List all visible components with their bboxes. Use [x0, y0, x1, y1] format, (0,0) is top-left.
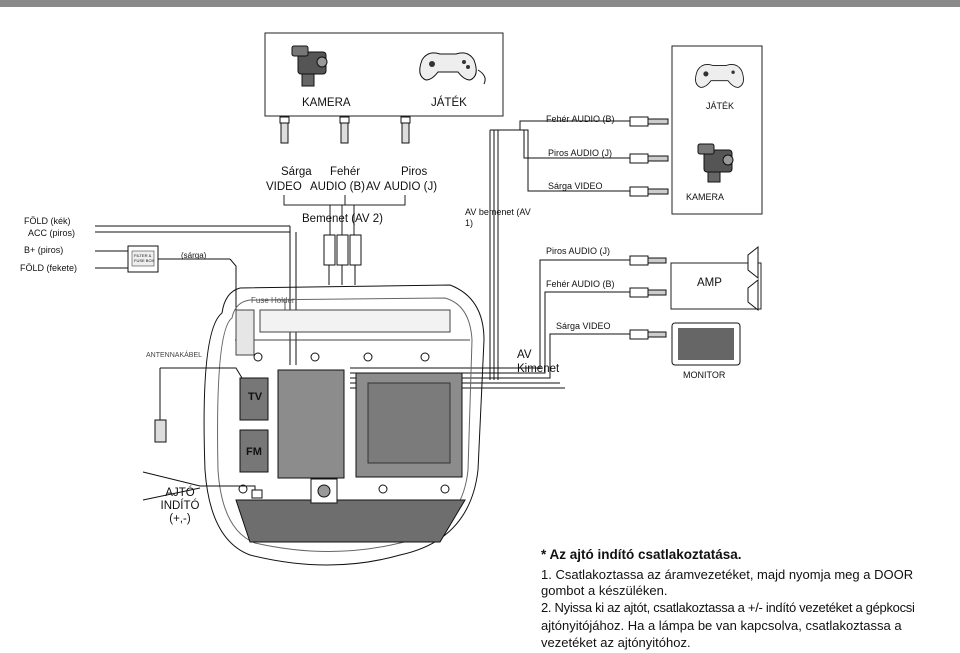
av1-label: AV bemenet (AV 1): [465, 207, 531, 228]
av1-bundle: [489, 120, 630, 380]
source-devices-box: [264, 32, 504, 117]
av2-header: Bemenet (AV 2): [302, 213, 383, 225]
av2-col2-line2: AUDIO (B): [310, 181, 365, 193]
monitor-icon: [671, 322, 741, 366]
note-line-1: 1. Csatlakoztassa az áramvezetéket, majd…: [541, 567, 914, 582]
av-out-line1: AV: [517, 349, 532, 361]
note-line-2: gombot a készüléken.: [541, 583, 668, 598]
ground-black: FÖLD (fekete): [20, 263, 78, 273]
av2-col3-line1: Piros: [401, 166, 428, 178]
monitor-label: MONITOR: [683, 370, 726, 380]
out-yellow-video: Sárga VIDEO: [556, 321, 611, 331]
out-red-audio: Piros AUDIO (J): [546, 246, 611, 256]
right-yellow-video: Sárga VIDEO: [548, 181, 603, 191]
right-module: [355, 372, 463, 478]
acc-red: ACC (piros): [28, 228, 76, 238]
av2-col2-line1: Fehér: [330, 166, 361, 178]
camera-label: KAMERA: [302, 97, 351, 109]
amp-box: [670, 262, 762, 310]
fusebox-line1: FILTER &: [134, 253, 152, 258]
av2-av-tag: AV: [366, 181, 381, 193]
fuse-holder-label: Fuse Holder: [251, 296, 295, 305]
camcorder-icon-right: [697, 143, 734, 183]
av2-source-plugs: [279, 116, 411, 144]
door-trigger-wire: [142, 471, 263, 501]
note-line-4: ajtónyitójához. Ha a lámpa be van kapcso…: [541, 618, 902, 633]
ground-blue: FÖLD (kék): [24, 216, 71, 226]
note-line-3: 2. Nyissa ki az ajtót, csatlakoztassa a …: [541, 600, 915, 615]
gamepad-icon-right: [695, 64, 744, 88]
door-line1: AJTÓ: [165, 487, 195, 499]
fuse-box: [127, 245, 159, 273]
av2-col1-line2: VIDEO: [266, 181, 302, 193]
door-line2: INDÍTÓ: [160, 500, 200, 512]
av2-col1-line1: Sárga: [281, 166, 312, 178]
door-button: [310, 478, 338, 504]
right-white-audio: Fehér AUDIO (B): [546, 114, 615, 124]
note-title: * Az ajtó indító csatlakoztatása.: [541, 547, 742, 562]
speaker-icons: [747, 245, 759, 312]
right-devices-box: [671, 45, 763, 215]
amp-label: AMP: [697, 277, 722, 289]
yellow-wire-label: (sárga): [181, 251, 207, 260]
tv-label: TV: [248, 391, 263, 403]
right-input-plugs: [629, 116, 669, 197]
note-line-5: vezetéket az ajtónyitóhoz.: [541, 635, 691, 650]
output-plugs: [629, 255, 667, 340]
game-label: JÁTÉK: [431, 97, 467, 109]
av2-plugs: [323, 234, 362, 285]
antenna-cable: [154, 367, 243, 443]
bplus-red: B+ (piros): [24, 245, 64, 255]
bottom-plate: [235, 499, 466, 543]
fm-block: [239, 429, 269, 473]
tv-block: [239, 377, 269, 421]
camcorder-icon: [291, 45, 328, 87]
av-out-line2: Kimenet: [517, 363, 560, 375]
right-camera-label: KAMERA: [686, 192, 725, 202]
power-wires: [95, 225, 297, 365]
right-game-label: JÁTÉK: [706, 101, 735, 111]
fusebox-line2: FUSE BOX: [134, 258, 155, 263]
screws: [238, 352, 450, 494]
door-line3: (+,-): [169, 513, 191, 525]
out-white-audio: Fehér AUDIO (B): [546, 279, 615, 289]
internal-rails: [235, 309, 470, 356]
av2-col3-line2: AUDIO (J): [384, 181, 438, 193]
main-unit-housing: [203, 284, 485, 566]
gamepad-icon: [419, 52, 486, 85]
left-module: [277, 369, 345, 479]
fm-label: FM: [246, 446, 262, 458]
top-gray-bar: [0, 0, 960, 7]
antenna-label: ANTENNAKÁBEL: [146, 352, 203, 359]
right-red-audio: Piros AUDIO (J): [548, 148, 613, 158]
